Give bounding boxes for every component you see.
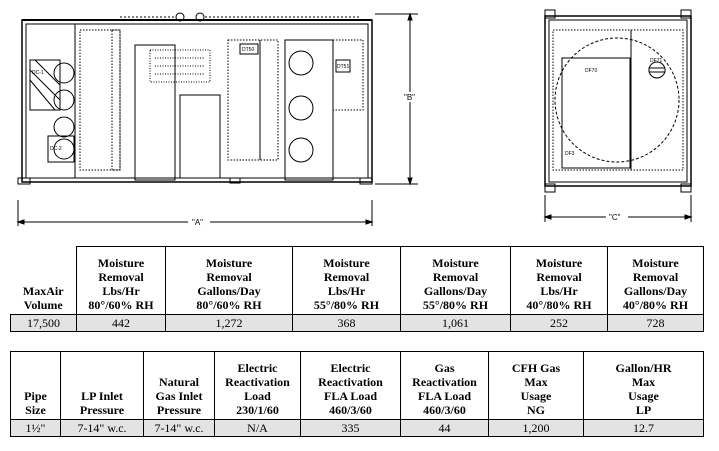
dimension-b-label: "B" bbox=[404, 93, 415, 102]
cell-natural-gas-inlet-pressure: 7-14" w.c. bbox=[143, 419, 215, 437]
cell-cfh-gas-ng: 1,200 bbox=[488, 419, 584, 437]
cell-electric-fla-460: 335 bbox=[300, 419, 401, 437]
cell-gallon-hr-lp: 12.7 bbox=[583, 419, 704, 437]
panel-tag: DF71 bbox=[650, 58, 662, 64]
cell-max-air-volume: 17,500 bbox=[10, 314, 77, 332]
table-row: 1½" 7-14" w.c. 7-14" w.c. N/A 335 44 1,2… bbox=[10, 419, 704, 437]
cell-gas-fla-460: 44 bbox=[400, 419, 489, 437]
panel-tag: DT50 bbox=[242, 47, 254, 53]
cell-gallons-day-55-80: 1,061 bbox=[400, 314, 511, 332]
cell-pipe-size: 1½" bbox=[10, 419, 61, 437]
cell-gallons-day-40-80: 728 bbox=[607, 314, 704, 332]
dimension-c-label: "C" bbox=[609, 213, 621, 222]
cell-electric-load-230: N/A bbox=[214, 419, 301, 437]
panel-tag: DF70 bbox=[585, 68, 597, 74]
panel-tag: DC-2 bbox=[50, 146, 62, 152]
cell-lbs-hr-80-60: 442 bbox=[76, 314, 166, 332]
dimension-a-label: "A" bbox=[192, 218, 203, 227]
panel-tag: DC-1 bbox=[32, 70, 44, 76]
cell-lbs-hr-55-80: 368 bbox=[292, 314, 401, 332]
cell-lp-inlet-pressure: 7-14" w.c. bbox=[60, 419, 144, 437]
cell-gallons-day-80-60: 1,272 bbox=[165, 314, 293, 332]
cell-lbs-hr-40-80: 252 bbox=[510, 314, 608, 332]
unit-drawing: DC-1 DC-2 DT50 DT51 DF70 DF71 DF3 "A" "B… bbox=[16, 9, 693, 227]
end-elevation bbox=[544, 9, 692, 193]
side-elevation bbox=[17, 12, 373, 185]
panel-tag: DT51 bbox=[337, 64, 349, 70]
panel-tag: DF3 bbox=[565, 151, 575, 157]
table-row: 17,500 442 1,272 368 1,061 252 728 bbox=[10, 314, 704, 332]
